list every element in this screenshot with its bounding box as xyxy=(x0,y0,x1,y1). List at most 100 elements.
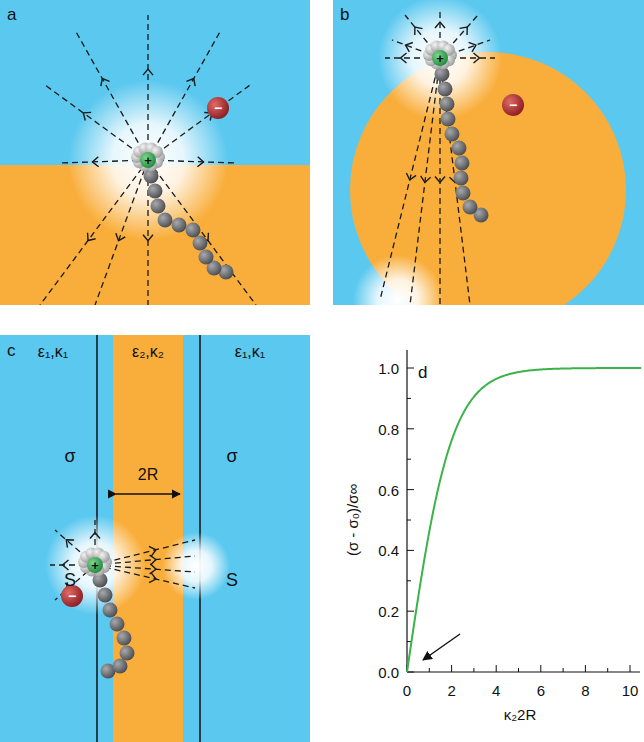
field-line xyxy=(147,15,148,160)
charge-sign: + xyxy=(436,52,444,65)
chain-bead xyxy=(113,659,128,674)
chain-bead xyxy=(186,223,201,238)
tick-label: 0.4 xyxy=(378,543,399,558)
chain-bead xyxy=(98,588,113,603)
tick-label: 2 xyxy=(447,683,455,698)
pointer-arrow xyxy=(423,634,460,660)
field-arrow xyxy=(114,233,125,242)
field-arrow xyxy=(143,235,153,241)
field-arrow xyxy=(63,560,69,570)
cation-center xyxy=(432,50,448,66)
field-arrow xyxy=(80,109,91,121)
chain-bead xyxy=(151,199,166,214)
medium-label: ε₂,κ₂ xyxy=(132,344,164,360)
field-arrow xyxy=(435,177,445,183)
tick-label: 0.8 xyxy=(378,421,399,436)
field-arrow xyxy=(405,173,416,181)
field-line xyxy=(45,85,148,160)
cation-center xyxy=(87,557,103,573)
axis-title: κ₂2R xyxy=(504,707,537,722)
charge-sign: − xyxy=(68,589,76,603)
chain-bead xyxy=(148,184,163,199)
charge-density: σ xyxy=(64,447,75,465)
field-arrow xyxy=(411,24,423,35)
field-line xyxy=(40,160,148,305)
chain-bead xyxy=(110,617,125,632)
field-arrow xyxy=(401,53,407,63)
chain-bead xyxy=(117,631,132,646)
chain-bead xyxy=(158,213,173,228)
field-line xyxy=(75,30,148,160)
field-arrow xyxy=(98,76,110,86)
chain-bead xyxy=(445,127,460,142)
field-arrow xyxy=(63,536,74,547)
surfactant-molecule xyxy=(61,547,135,678)
axis-title: (σ - σ₀)/σ∞ xyxy=(345,484,360,556)
tick-label: 4 xyxy=(492,683,500,698)
charge-sign: + xyxy=(91,559,99,572)
tick-label: 8 xyxy=(581,683,589,698)
tick-label: 0.2 xyxy=(378,604,399,619)
chain-bead xyxy=(193,236,208,251)
field-line xyxy=(148,160,256,305)
field-arrow xyxy=(404,40,413,51)
chain-bead xyxy=(103,603,118,618)
panel-letter: b xyxy=(340,6,349,23)
panel-a xyxy=(0,0,310,305)
panel-c xyxy=(0,335,310,742)
tick-label: 0.6 xyxy=(378,482,399,497)
medium-label: ε₁,κ₁ xyxy=(38,344,68,360)
field-arrow xyxy=(420,176,431,183)
field-line xyxy=(380,58,440,300)
surfactant-molecule xyxy=(131,97,234,280)
charge-sign: − xyxy=(214,101,222,115)
field-arrow xyxy=(92,157,98,167)
chain-bead xyxy=(199,250,214,265)
anion xyxy=(207,97,229,119)
charge-sign: + xyxy=(144,154,152,167)
surface-label: S xyxy=(64,571,76,589)
field-arrow xyxy=(186,76,198,86)
field-arrow xyxy=(474,53,480,63)
chain-bead xyxy=(455,156,470,171)
field-line xyxy=(95,160,148,305)
charge-sign: − xyxy=(509,98,517,112)
panel-letter: d xyxy=(418,364,427,381)
panel-letter: c xyxy=(7,342,16,359)
chain-bead xyxy=(120,646,135,661)
tick-label: 6 xyxy=(537,683,545,698)
chain-bead xyxy=(463,200,478,215)
field-arrow xyxy=(150,555,157,565)
chain-bead xyxy=(454,171,469,186)
chain-bead xyxy=(172,218,187,233)
field-arrow xyxy=(150,564,157,574)
field-line xyxy=(148,30,221,160)
dimension: 2R xyxy=(138,467,158,483)
field-line xyxy=(410,58,440,305)
field-arrow xyxy=(149,573,157,584)
panel-b xyxy=(333,0,644,305)
chain-bead xyxy=(440,97,455,112)
panel-letter: a xyxy=(7,6,16,23)
tick-label: 10 xyxy=(622,683,639,698)
field-line xyxy=(95,565,195,588)
chain-bead xyxy=(438,82,453,97)
anion xyxy=(502,94,524,116)
field-arrow xyxy=(143,69,153,75)
field-arrow xyxy=(435,22,445,28)
chain-bead xyxy=(456,186,471,201)
tick-label: 0 xyxy=(403,683,411,698)
surfactant-molecule xyxy=(423,40,524,222)
tick-label: 1.0 xyxy=(378,361,399,376)
chart-d xyxy=(407,350,641,672)
chain-bead xyxy=(441,112,456,127)
chain-bead xyxy=(452,141,467,156)
field-arrow xyxy=(90,533,100,539)
field-arrow xyxy=(84,233,96,244)
surface-label: S xyxy=(226,571,238,589)
tick-label: 0.0 xyxy=(378,665,399,680)
medium-label: ε₁,κ₁ xyxy=(235,344,265,360)
field-line xyxy=(148,85,250,160)
